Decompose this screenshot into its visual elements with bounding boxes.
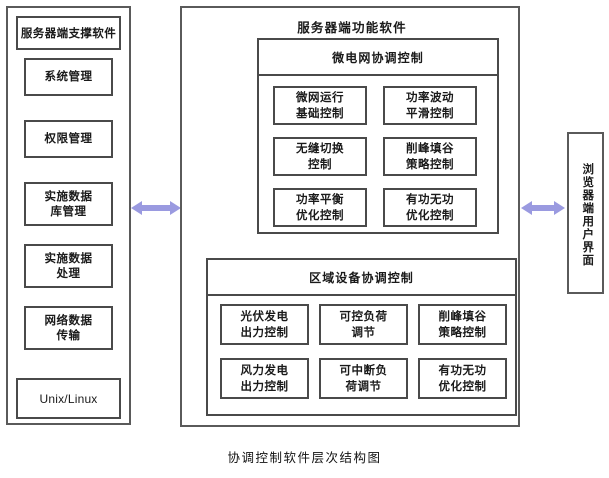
left-panel-item[interactable]: 权限管理 <box>24 120 113 158</box>
left-panel-item[interactable]: 网络数据传输 <box>24 306 113 350</box>
function-module-box[interactable]: 光伏发电出力控制 <box>220 304 309 345</box>
left-panel-title: 服务器端支撑软件 <box>16 16 121 50</box>
section-area-device-coordination: 区域设备协调控制 光伏发电出力控制可控负荷调节削峰填谷策略控制风力发电出力控制可… <box>206 258 517 416</box>
left-panel-item[interactable]: 实施数据库管理 <box>24 182 113 226</box>
left-panel-item[interactable]: 系统管理 <box>24 58 113 96</box>
function-module-box[interactable]: 有功无功优化控制 <box>418 358 507 399</box>
server-support-software-panel: 服务器端支撑软件 系统管理权限管理实施数据库管理实施数据处理网络数据传输 Uni… <box>6 6 131 425</box>
function-module-box[interactable]: 削峰填谷策略控制 <box>418 304 507 345</box>
section-grid-area-device-coordination: 光伏发电出力控制可控负荷调节削峰填谷策略控制风力发电出力控制可中断负荷调节有功无… <box>208 296 515 414</box>
left-panel-item[interactable]: 实施数据处理 <box>24 244 113 288</box>
section-microgrid-coordination: 微电网协调控制 微网运行基础控制功率波动平滑控制无缝切换控制削峰填谷策略控制功率… <box>257 38 499 234</box>
function-module-box[interactable]: 微网运行基础控制 <box>273 86 367 125</box>
section-header-area-device-coordination: 区域设备协调控制 <box>208 260 515 296</box>
function-module-box[interactable]: 功率平衡优化控制 <box>273 188 367 227</box>
left-panel-item-list: 系统管理权限管理实施数据库管理实施数据处理网络数据传输 <box>16 54 121 374</box>
browser-client-ui-label: 浏览器端用户界面 <box>581 163 596 267</box>
center-panel-title: 服务器端功能软件 <box>297 20 407 35</box>
figure-caption: 协调控制软件层次结构图 <box>227 450 382 465</box>
function-module-box[interactable]: 功率波动平滑控制 <box>383 86 477 125</box>
function-module-box[interactable]: 有功无功优化控制 <box>383 188 477 227</box>
double-arrow-horizontal-icon <box>521 201 565 215</box>
function-module-box[interactable]: 无缝切换控制 <box>273 137 367 176</box>
function-module-box[interactable]: 风力发电出力控制 <box>220 358 309 399</box>
double-arrow-horizontal-icon <box>131 201 181 215</box>
section-grid-microgrid-coordination: 微网运行基础控制功率波动平滑控制无缝切换控制削峰填谷策略控制功率平衡优化控制有功… <box>259 76 497 232</box>
function-module-box[interactable]: 可控负荷调节 <box>319 304 408 345</box>
function-module-box[interactable]: 可中断负荷调节 <box>319 358 408 399</box>
server-function-software-panel: 服务器端功能软件 微电网协调控制 微网运行基础控制功率波动平滑控制无缝切换控制削… <box>180 6 520 427</box>
browser-client-ui-panel: 浏览器端用户界面 <box>567 132 604 294</box>
left-panel-footer-os: Unix/Linux <box>16 378 121 419</box>
function-module-box[interactable]: 削峰填谷策略控制 <box>383 137 477 176</box>
section-header-microgrid-coordination: 微电网协调控制 <box>259 40 497 76</box>
